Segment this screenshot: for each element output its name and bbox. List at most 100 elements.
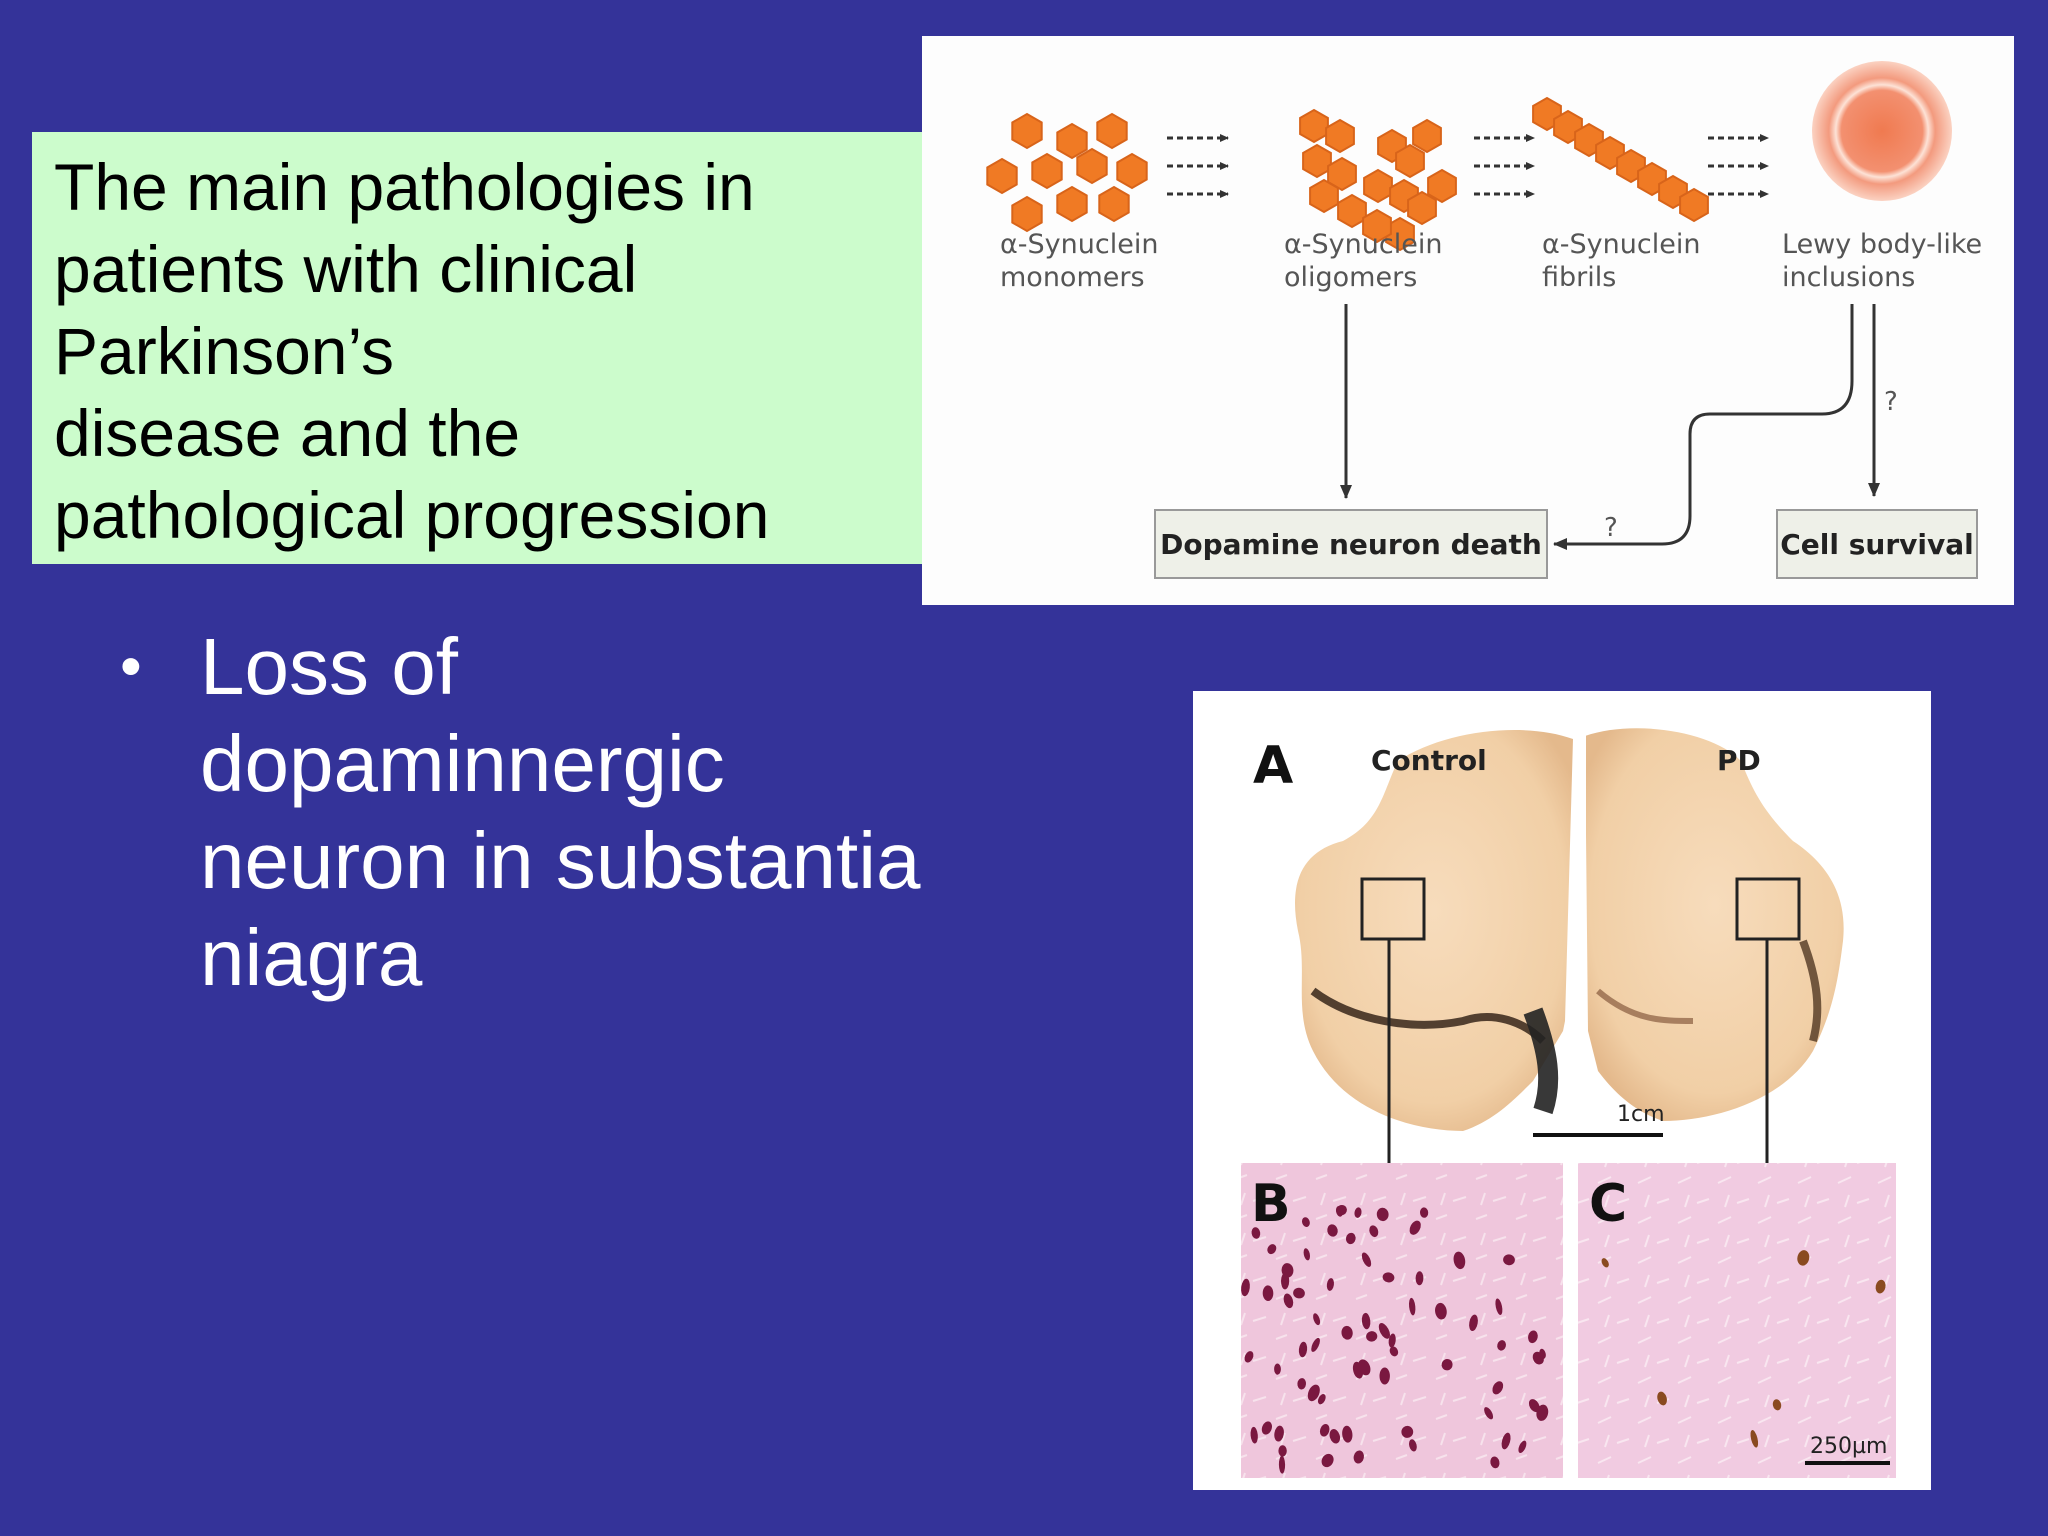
stained-neuron	[1495, 1298, 1503, 1315]
synuclein-particle	[1056, 185, 1088, 223]
title-line: disease and the	[54, 396, 521, 470]
scale-label-1cm: 1cm	[1617, 1102, 1665, 1127]
synuclein-particle	[1096, 112, 1128, 150]
synuclein-particle	[1031, 152, 1063, 190]
stained-neuron	[1409, 1220, 1421, 1235]
pathway-arrows	[1340, 304, 1880, 550]
outcome-survival-box: Cell survival	[1776, 509, 1978, 579]
stained-neuron	[1274, 1363, 1281, 1375]
lewy-body-icon	[1812, 61, 1952, 201]
outcome-death-label: Dopamine neuron death	[1160, 528, 1542, 561]
stained-neuron	[1326, 1278, 1334, 1291]
stained-neuron	[1484, 1407, 1494, 1420]
stained-neuron	[1280, 1272, 1290, 1290]
stained-neuron	[1378, 1323, 1391, 1339]
synuclein-particle	[1302, 143, 1332, 179]
stained-neuron	[1492, 1381, 1504, 1395]
stained-neuron	[1244, 1351, 1254, 1363]
stained-neuron	[1388, 1333, 1396, 1348]
synuclein-particle	[1011, 195, 1043, 233]
stained-neuron	[1329, 1429, 1341, 1444]
stained-neuron	[1341, 1325, 1353, 1340]
stained-neuron	[1772, 1399, 1782, 1411]
stained-neuron	[1283, 1293, 1294, 1309]
stained-neuron	[1262, 1285, 1274, 1301]
stained-neuron	[1503, 1254, 1515, 1266]
stained-neuron	[1490, 1456, 1500, 1469]
stained-neuron	[1875, 1279, 1886, 1294]
stained-neuron	[1342, 1425, 1353, 1443]
stained-neuron	[1353, 1450, 1364, 1464]
stage-label-fibrils-1: α-Synuclein	[1542, 229, 1700, 260]
stained-neuron	[1297, 1378, 1307, 1390]
stained-neuron	[1303, 1248, 1311, 1261]
synuclein-particle	[1427, 168, 1457, 204]
stained-neuron	[1401, 1425, 1414, 1438]
stained-neuron	[1313, 1313, 1321, 1326]
stained-neuron	[1389, 1346, 1399, 1357]
synuclein-particle	[1116, 152, 1148, 190]
stained-neuron	[1409, 1439, 1417, 1452]
label-pd: PD	[1717, 744, 1761, 777]
stained-neuron	[1261, 1421, 1273, 1435]
stained-neurons-b	[1241, 1205, 1549, 1474]
stage-label-inclusions-1: Lewy body-like	[1782, 229, 1982, 260]
stage-label-oligomers-2: oligomers	[1284, 262, 1417, 293]
stained-neuron	[1657, 1391, 1667, 1406]
panel-label-c: C	[1589, 1174, 1627, 1234]
stained-neuron	[1366, 1331, 1378, 1342]
stained-neuron	[1601, 1258, 1609, 1268]
stained-neuron	[1361, 1312, 1371, 1330]
title-line: patients with clinical	[54, 232, 638, 306]
stained-neuron	[1528, 1399, 1540, 1413]
synuclein-particle	[1679, 187, 1709, 223]
question-mark-left: ?	[1604, 513, 1618, 543]
synuclein-particle	[1407, 190, 1437, 226]
stained-neuron	[1376, 1207, 1389, 1222]
stained-neuron	[1250, 1426, 1258, 1444]
oligomer-particles	[1299, 108, 1457, 252]
stained-neuron	[1307, 1384, 1320, 1402]
title-line: The main pathologies in	[54, 150, 755, 224]
synuclein-particle	[1412, 118, 1442, 154]
stage-label-fibrils-2: fibrils	[1542, 262, 1616, 293]
stained-neuron	[1435, 1302, 1447, 1320]
synuclein-particle	[1076, 147, 1108, 185]
synuclein-particle	[1299, 108, 1329, 144]
stained-neuron	[1361, 1252, 1372, 1267]
stained-neuron	[1501, 1432, 1511, 1450]
stained-neuron	[1335, 1206, 1343, 1217]
stage-label-monomers-2: monomers	[1000, 262, 1145, 293]
outcome-survival-label: Cell survival	[1780, 528, 1973, 561]
stained-neuron	[1311, 1337, 1320, 1352]
slide-title: The main pathologies in patients with cl…	[54, 146, 769, 556]
bullet-line: dopaminnergic	[200, 719, 725, 808]
synuclein-particle	[1363, 168, 1393, 204]
stained-neuron	[1298, 1341, 1308, 1358]
stage-label-monomers-1: α-Synuclein	[1000, 229, 1158, 260]
title-line: pathological progression	[54, 478, 770, 552]
synuclein-particle	[1056, 122, 1088, 160]
stained-neuron	[1382, 1272, 1395, 1283]
outcome-death-box: Dopamine neuron death	[1154, 509, 1548, 579]
stained-neuron	[1274, 1425, 1284, 1442]
panel-label-b: B	[1251, 1174, 1291, 1234]
bullet-text: Loss of dopaminnergic neuron in substant…	[200, 618, 921, 1006]
stained-neuron	[1518, 1440, 1527, 1453]
stained-neuron	[1267, 1244, 1277, 1255]
stained-neuron	[1358, 1359, 1371, 1376]
stained-neuron	[1319, 1424, 1330, 1437]
title-box: The main pathologies in patients with cl…	[32, 132, 922, 564]
synuclein-particle	[1309, 178, 1339, 214]
synuclein-particle	[1011, 112, 1043, 150]
stained-neuron	[1278, 1455, 1286, 1474]
stained-neuron	[1379, 1367, 1390, 1385]
title-line: Parkinson’s	[54, 314, 394, 388]
monomer-particles	[986, 112, 1148, 233]
stained-neuron	[1317, 1394, 1326, 1405]
bullet-line: neuron in substantia	[200, 816, 921, 905]
synuclein-particle	[1098, 185, 1130, 223]
control-section-image	[1295, 730, 1573, 1131]
dashed-arrows	[1167, 134, 1769, 198]
scale-label-250um: 250µm	[1810, 1434, 1887, 1459]
